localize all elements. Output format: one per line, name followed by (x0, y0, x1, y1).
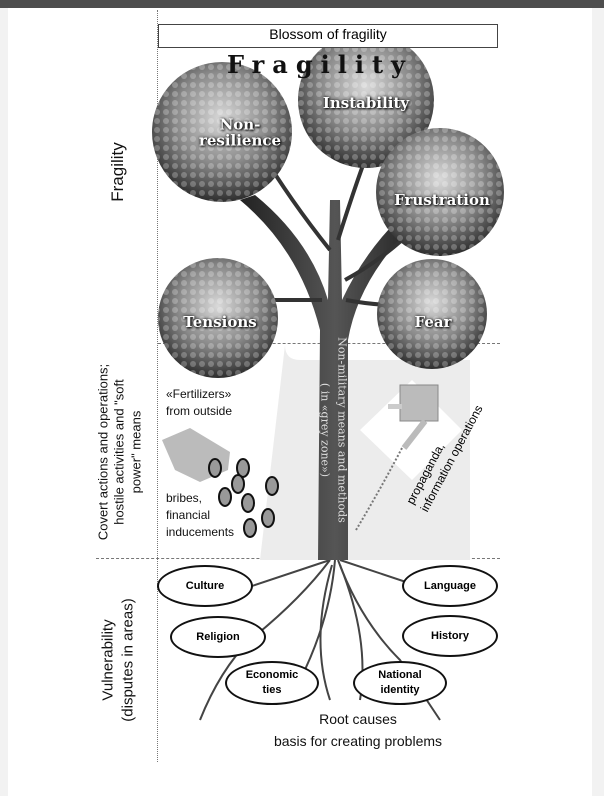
side-label-line: power" means (128, 410, 144, 494)
side-label-line: Covert actions and operations; (95, 363, 111, 541)
root-culture: Culture (157, 565, 253, 607)
label-tensions: Tensions (183, 313, 257, 332)
side-label-line: Vulnerability (99, 619, 117, 701)
bribes-line: financial (166, 507, 211, 522)
watering-can-icon (355, 380, 462, 531)
fertilizers-line: from outside (166, 403, 233, 418)
root-causes-line: Root causes (319, 711, 397, 727)
trunk-text-line: Non-military means and methods (335, 337, 349, 523)
side-label-vulnerability: Vulnerability (disputes in areas) (99, 598, 138, 721)
fertilizers-line: «Fertilizers» (166, 387, 232, 401)
label-non-resilience: Non- resilience (198, 115, 282, 149)
label-instability: Instability (322, 94, 410, 113)
bribes-text: bribes, financial inducements (166, 490, 234, 540)
title: Blossom of fragility (269, 26, 387, 42)
side-label-covert-actions: Covert actions and operations; hostile a… (96, 364, 145, 540)
bribes-line: bribes, (166, 491, 203, 505)
fertilizers-text: «Fertilizers» from outside (166, 386, 232, 420)
trunk-text: Non-military means and methods ( in «gre… (317, 337, 350, 523)
side-label-line: hostile activities and "soft (111, 379, 127, 525)
label-frustration: Frustration (394, 191, 490, 210)
root-religion: Religion (170, 616, 266, 658)
root-causes-line: basis for creating problems (273, 732, 443, 749)
canopy (152, 32, 504, 378)
root-economic-ties: Economic ties (225, 661, 319, 705)
fragility-banner: Fragility (227, 50, 413, 79)
title-box (158, 24, 498, 48)
root-language: Language (402, 565, 498, 607)
root-national-identity: National identity (353, 661, 447, 705)
label-fear: Fear (414, 313, 452, 332)
side-label-fragility: Fragility (108, 142, 127, 202)
trunk-text-line: ( in «grey zone») (319, 382, 332, 478)
side-label-line: (disputes in areas) (119, 598, 136, 722)
vertical-divider (157, 10, 158, 762)
tree-trunk (240, 195, 430, 560)
hand-with-seeds-icon (162, 428, 279, 538)
root-history: History (402, 615, 498, 657)
root-causes-text: Root causes basis for creating problems (258, 709, 458, 752)
window-top-bar (0, 0, 604, 8)
bribes-line: inducements (166, 524, 235, 539)
